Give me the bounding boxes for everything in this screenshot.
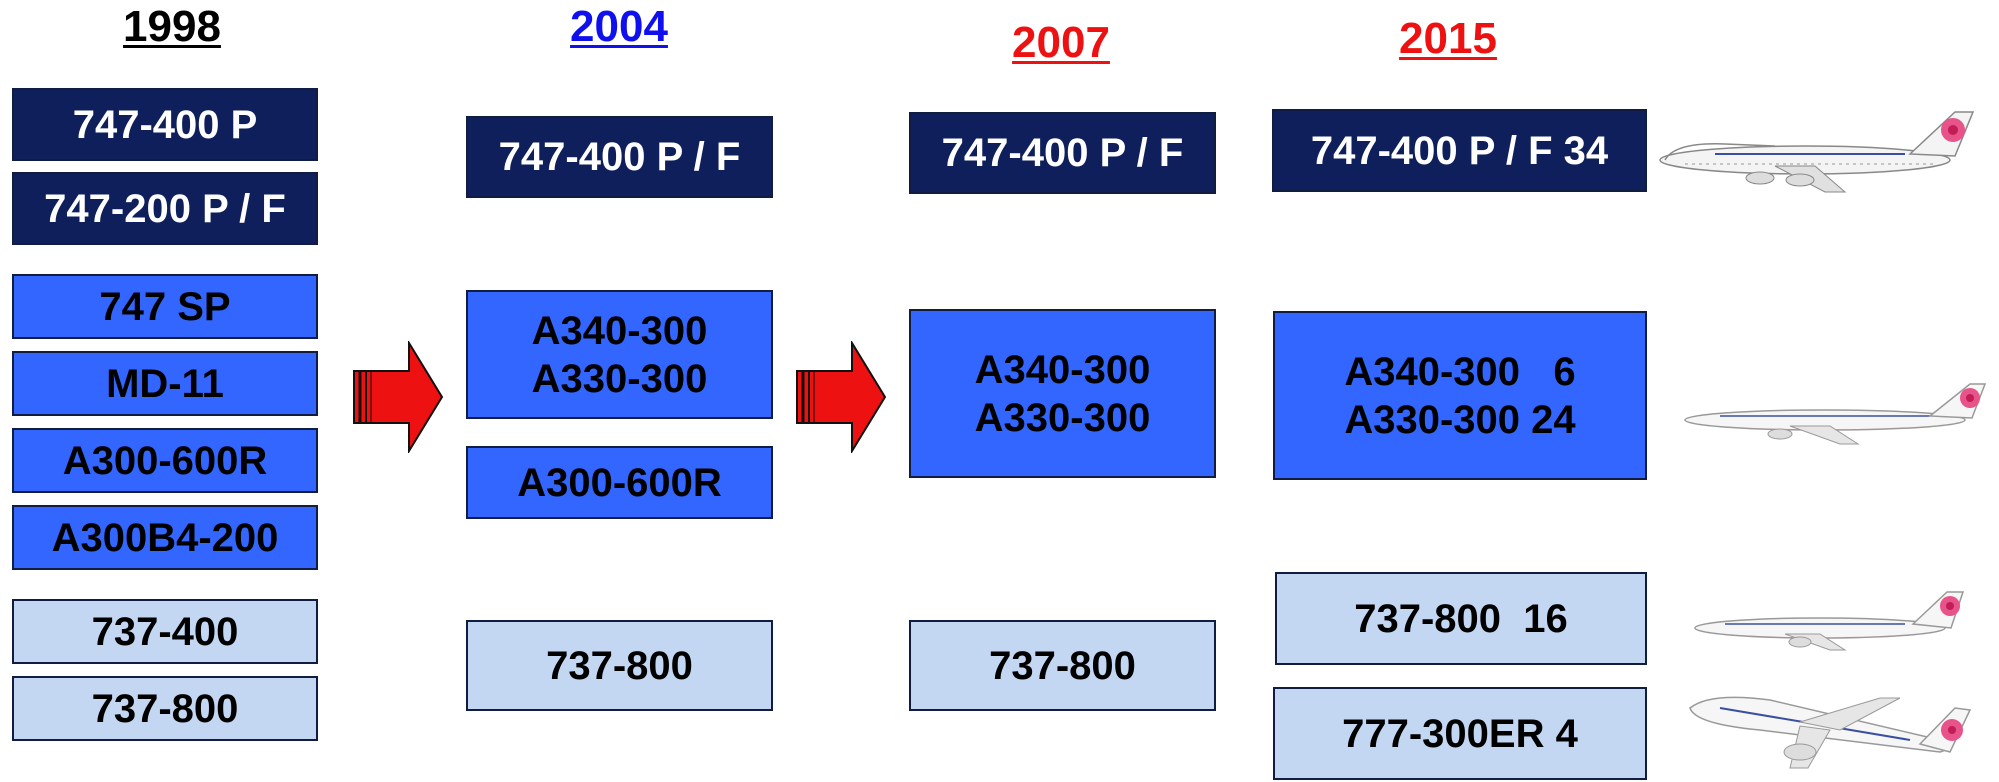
fleet-box-a300-600r-2004: A300-600R — [466, 446, 773, 519]
fleet-box-a300b4-200-1998: A300B4-200 — [12, 505, 318, 570]
fleet-box-737-800-2015: 737-800 16 — [1275, 572, 1647, 665]
fleet-box-747-400-p-1998: 747-400 P — [12, 88, 318, 161]
fleet-box-747-400-pf-2004: 747-400 P / F — [466, 116, 773, 198]
fleet-box-737-800-2007: 737-800 — [909, 620, 1216, 711]
737-plane-icon — [1694, 591, 1965, 651]
fleet-box-a300-600r-1998: A300-600R — [12, 428, 318, 493]
arrow-right-icon — [353, 341, 444, 453]
fleet-box-a340-a330-2007: A340-300 A330-300 — [909, 309, 1216, 478]
fleet-box-a340-a330-2004: A340-300 A330-300 — [466, 290, 773, 419]
fleet-box-737-800-1998: 737-800 — [12, 676, 318, 741]
fleet-box-md-11-1998: MD-11 — [12, 351, 318, 416]
fleet-box-747-200-pf-1998: 747-200 P / F — [12, 172, 318, 245]
boeing-747-plane-icon — [1659, 111, 1975, 193]
arrow-right-icon — [796, 341, 887, 453]
fleet-box-a340-a330-2015: A340-300 6 A330-300 24 — [1273, 311, 1647, 480]
fleet-box-777-300er-2015: 777-300ER 4 — [1273, 687, 1647, 780]
year-1998-heading: 1998 — [123, 2, 221, 51]
fleet-box-747-sp-1998: 747 SP — [12, 274, 318, 339]
year-2007-heading: 2007 — [1012, 18, 1110, 67]
fleet-box-737-800-2004: 737-800 — [466, 620, 773, 711]
fleet-box-737-400-1998: 737-400 — [12, 599, 318, 664]
year-2015-heading: 2015 — [1399, 14, 1497, 63]
year-2004-heading: 2004 — [570, 2, 668, 51]
fleet-box-747-400-pf-2015: 747-400 P / F 34 — [1272, 109, 1647, 192]
fleet-box-747-400-pf-2007: 747-400 P / F — [909, 112, 1216, 194]
a340-plane-icon — [1684, 383, 1987, 445]
777-plane-icon — [1689, 696, 1972, 769]
